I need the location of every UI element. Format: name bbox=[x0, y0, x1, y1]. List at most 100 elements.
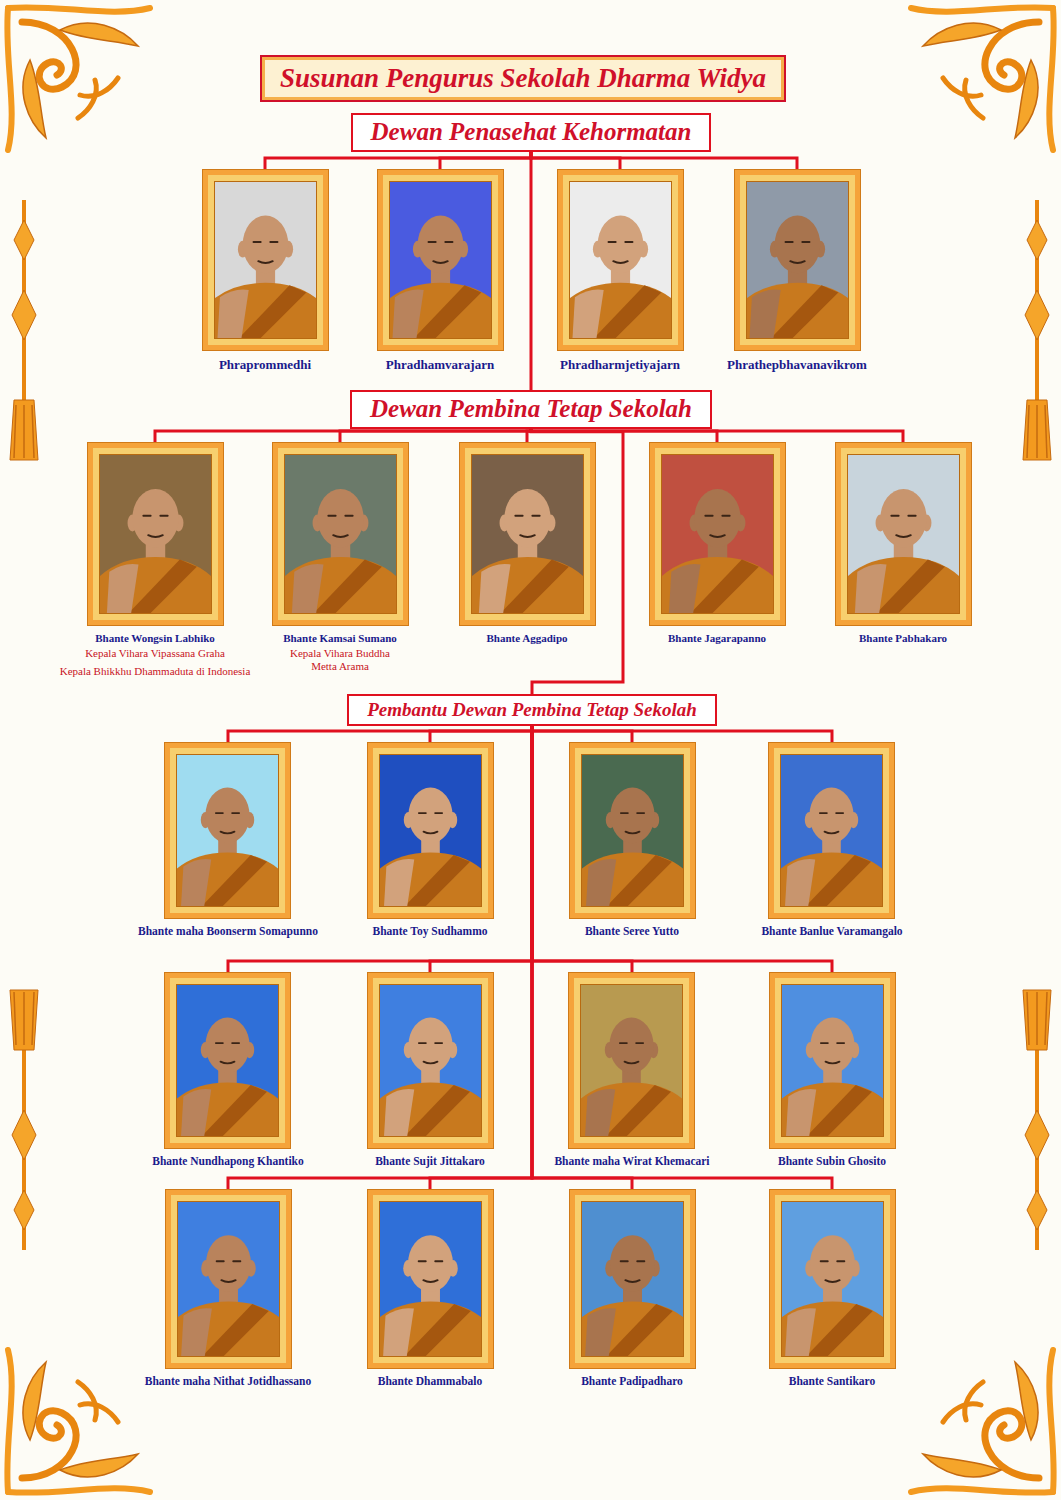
monk-portrait bbox=[177, 755, 278, 906]
portrait-frame bbox=[368, 1190, 493, 1368]
member-card: Phradhamvarajarn bbox=[378, 170, 503, 373]
portrait-shoulder bbox=[182, 859, 212, 906]
portrait-sash bbox=[239, 285, 306, 338]
portrait-background bbox=[390, 182, 491, 338]
portrait-head bbox=[774, 216, 820, 274]
portrait-robe bbox=[285, 557, 396, 613]
member-name: Bhante Santikaro bbox=[789, 1375, 875, 1389]
org-connector bbox=[430, 726, 532, 743]
portrait-shoulder bbox=[572, 290, 603, 338]
portrait-photo bbox=[781, 984, 884, 1137]
portrait-robe bbox=[177, 1083, 278, 1136]
portrait-photo bbox=[780, 754, 883, 907]
title-box: Susunan Pengurus Sekolah Dharma Widya bbox=[260, 55, 786, 102]
portrait-face bbox=[515, 516, 539, 537]
monk-portrait bbox=[747, 182, 848, 338]
portrait-robe bbox=[570, 283, 671, 338]
portrait-sash bbox=[202, 1085, 267, 1136]
portrait-sash bbox=[313, 560, 381, 613]
portrait-frame bbox=[570, 743, 695, 918]
member-name: Bhante Dhammabalo bbox=[378, 1375, 482, 1389]
portrait-face bbox=[620, 1261, 644, 1282]
portrait-sash bbox=[806, 1085, 871, 1136]
portrait-frame bbox=[569, 973, 694, 1148]
member-name: Bhante maha Boonserm Somapunno bbox=[138, 925, 318, 939]
portrait-frame bbox=[165, 743, 290, 918]
portrait-frame bbox=[460, 443, 595, 625]
corner-ornament bbox=[7, 7, 150, 150]
member-card: Bhante Padipadharo bbox=[570, 1190, 695, 1389]
portrait-head bbox=[597, 216, 643, 274]
portrait-photo bbox=[581, 754, 684, 907]
portrait-head bbox=[242, 216, 288, 274]
monk-portrait bbox=[390, 182, 491, 338]
portrait-photo bbox=[284, 454, 397, 614]
portrait-sash bbox=[594, 285, 661, 338]
portrait-shoulder bbox=[786, 1089, 816, 1136]
portrait-background bbox=[782, 985, 883, 1136]
portrait-background bbox=[747, 182, 848, 338]
portrait-sash bbox=[414, 285, 481, 338]
portrait-sash bbox=[876, 560, 944, 613]
portrait-background bbox=[380, 985, 481, 1136]
portrait-photo bbox=[580, 984, 683, 1137]
member-card: Bhante Santikaro bbox=[770, 1190, 895, 1389]
portrait-sash bbox=[606, 1304, 672, 1356]
portrait-robe bbox=[380, 1302, 481, 1356]
portrait-frame bbox=[735, 170, 860, 350]
member-card: Bhante Toy Sudhammo bbox=[368, 743, 493, 939]
portrait-face bbox=[216, 1261, 240, 1282]
portrait-face bbox=[253, 242, 277, 263]
portrait-frame bbox=[769, 743, 894, 918]
portrait-frame bbox=[273, 443, 408, 625]
portrait-photo bbox=[471, 454, 584, 614]
portrait-robe bbox=[662, 557, 773, 613]
portrait-shoulder bbox=[384, 859, 414, 906]
portrait-robe bbox=[747, 283, 848, 338]
portrait-sash bbox=[771, 285, 838, 338]
portrait-head bbox=[317, 489, 363, 547]
portrait-face bbox=[891, 516, 915, 537]
member-card: Bhante Subin Ghosito bbox=[770, 973, 895, 1169]
org-connector bbox=[155, 429, 531, 443]
portrait-background bbox=[380, 755, 481, 906]
member-name: Phraprommedhi bbox=[219, 357, 311, 373]
portrait-background bbox=[581, 985, 682, 1136]
portrait-background bbox=[848, 455, 959, 613]
portrait-sash bbox=[606, 855, 671, 906]
portrait-frame bbox=[570, 1190, 695, 1368]
portrait-head bbox=[417, 216, 463, 274]
member-name: Bhante maha Nithat Jotidhassano bbox=[145, 1375, 311, 1389]
portrait-head bbox=[694, 489, 740, 547]
org-connector bbox=[340, 429, 531, 443]
portrait-frame bbox=[368, 973, 493, 1148]
portrait-face bbox=[418, 813, 441, 833]
portrait-sash bbox=[690, 560, 758, 613]
portrait-photo bbox=[176, 984, 279, 1137]
portrait-head bbox=[205, 1235, 250, 1292]
portrait-sash bbox=[202, 855, 267, 906]
member-name: Bhante Seree Yutto bbox=[585, 925, 679, 939]
portrait-photo bbox=[746, 181, 849, 339]
portrait-background bbox=[782, 1202, 883, 1356]
portrait-face bbox=[785, 242, 809, 263]
monk-portrait bbox=[848, 455, 959, 613]
portrait-face bbox=[705, 516, 729, 537]
portrait-shoulder bbox=[392, 290, 423, 338]
portrait-background bbox=[582, 1202, 683, 1356]
portrait-photo bbox=[661, 454, 774, 614]
monk-portrait bbox=[178, 1202, 279, 1356]
portrait-head bbox=[809, 1235, 854, 1292]
org-connector bbox=[532, 726, 832, 743]
portrait-shoulder bbox=[478, 564, 510, 613]
portrait-head bbox=[407, 1235, 452, 1292]
portrait-shoulder bbox=[384, 1089, 414, 1136]
portrait-photo bbox=[847, 454, 960, 614]
portrait-background bbox=[472, 455, 583, 613]
portrait-robe bbox=[581, 1083, 682, 1136]
member-card: Bhante maha Wirat Khemacari bbox=[554, 973, 709, 1169]
portrait-shoulder bbox=[217, 290, 248, 338]
portrait-head bbox=[206, 1018, 250, 1074]
portrait-shoulder bbox=[786, 859, 816, 906]
